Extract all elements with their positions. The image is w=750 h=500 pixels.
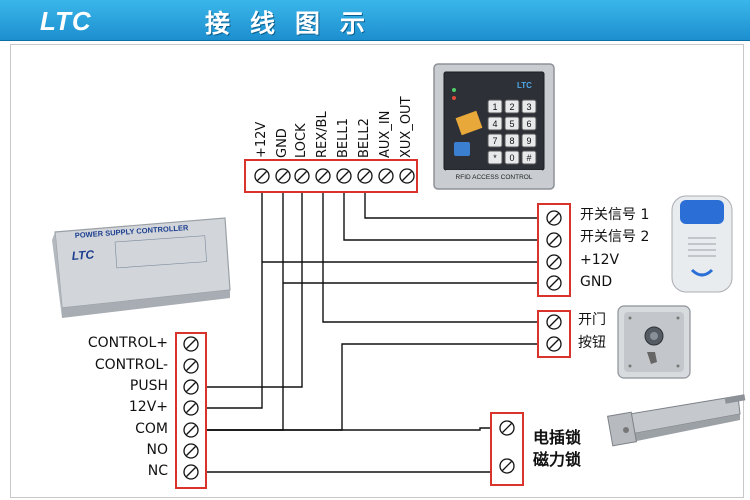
- diagram-frame: [10, 44, 744, 498]
- status-led-icon: [452, 96, 456, 100]
- bell-screw-3-slot: [549, 278, 559, 288]
- power-screw-4-slot: [186, 425, 196, 435]
- keypad-key-label: *: [493, 153, 497, 163]
- controller-screw-2-slot: [297, 171, 307, 181]
- controller-screw-7-slot: [402, 171, 412, 181]
- power-terminal-label: COM: [135, 421, 168, 437]
- exit-button-device: [617, 305, 691, 379]
- power-screw-2-slot: [186, 382, 196, 392]
- keypad-key: [521, 150, 537, 165]
- keypad-key-label: #: [526, 153, 531, 163]
- power-led-icon: [452, 88, 456, 92]
- hand-icon: [647, 352, 657, 364]
- keypad-key: [504, 150, 520, 165]
- controller-screw-5-slot: [360, 171, 370, 181]
- controller-terminal-label: +12V: [254, 121, 269, 158]
- wire-rex: [322, 178, 550, 323]
- keypad-key-label: 2: [509, 102, 514, 112]
- controller-terminal-label: REX/BL: [315, 111, 330, 158]
- power-terminal-label: PUSH: [129, 378, 168, 394]
- controller-terminal-label: BELL2: [357, 118, 372, 158]
- controller-terminal-label: XUX_OUT: [399, 96, 414, 158]
- power-supply-box: POWER SUPPLY CONTROLLER LTC: [52, 217, 231, 318]
- power-screw-6-slot: [186, 467, 196, 477]
- rfid-card-icon: [455, 110, 483, 136]
- power-terminal-label: NC: [147, 463, 168, 479]
- keypad-caption: RFID ACCESS CONTROL: [456, 174, 533, 181]
- keypad-key: [521, 133, 537, 148]
- controller-screw-4-slot: [339, 171, 349, 181]
- exit-open-label: 开门: [578, 312, 606, 328]
- controller-screw-0-slot: [257, 171, 267, 181]
- lock-screw-0-slot: [502, 423, 512, 433]
- exit-screw-0-slot: [549, 317, 559, 327]
- power-screw-3-slot: [186, 403, 196, 413]
- wire-12v: [192, 178, 263, 409]
- keypad-key-label: 0: [509, 153, 514, 163]
- keypad-key-label: 1: [492, 102, 497, 112]
- wire-lock-nc: [192, 466, 506, 473]
- page-title: 接线图示: [205, 9, 386, 38]
- keypad-key: [504, 133, 520, 148]
- exit-button-label: 按钮: [578, 335, 606, 351]
- power-screw-1-slot: [186, 361, 196, 371]
- keypad-key: [487, 99, 503, 114]
- bell-screw-2-slot: [549, 257, 559, 267]
- controller-screw-6-slot: [381, 171, 391, 181]
- exit-screw-1-slot: [549, 339, 559, 349]
- keypad-key-label: 5: [509, 119, 514, 129]
- wire-lock-com: [192, 427, 505, 431]
- bell-screw-0-slot: [549, 213, 559, 223]
- keypad-key: [521, 99, 537, 114]
- bell-screw-1-slot: [549, 235, 559, 245]
- bell-signal-1-label: 开关信号 1: [580, 207, 650, 223]
- keypad-key-label: 4: [492, 119, 497, 129]
- lock-screw-1-slot: [502, 461, 512, 471]
- controller-screw-3-slot: [318, 171, 328, 181]
- power-screw-5-slot: [186, 446, 196, 456]
- controller-terminal-label: BELL1: [336, 118, 351, 158]
- controller-terminal-label: AUX_IN: [378, 110, 393, 158]
- wire-bell1: [343, 178, 550, 241]
- bell-12v-label: +12V: [580, 252, 620, 268]
- controller-screw-1-slot: [278, 171, 288, 181]
- power-terminal-label: CONTROL-: [94, 357, 168, 373]
- keypad-key: [487, 133, 503, 148]
- header-bar: LTC 接线图示: [0, 0, 750, 41]
- keypad-key-label: 3: [526, 102, 531, 112]
- power-terminal-label: 12V+: [128, 399, 168, 415]
- keypad-key-label: 6: [526, 119, 531, 129]
- keypad-key: [504, 99, 520, 114]
- doorbell-device: [671, 195, 733, 293]
- wire-lock: [192, 178, 303, 388]
- power-terminal-label: NO: [146, 442, 169, 458]
- brand-logo: LTC: [40, 6, 92, 36]
- power-screw-0-slot: [186, 339, 196, 349]
- keypad-key-label: 7: [492, 136, 497, 146]
- power-supply-brand: LTC: [71, 247, 95, 263]
- keypad-key-label: 9: [526, 136, 531, 146]
- keypad-device: LTC 1 2 3 4 5 6 7 8 9 * 0 # RFID ACCESS CONTROL: [433, 63, 555, 190]
- keypad-key: [521, 116, 537, 131]
- lock-type-2-label: 磁力锁: [533, 450, 582, 469]
- bell-gnd-label: GND: [580, 274, 613, 290]
- controller-terminal-label: LOCK: [294, 123, 309, 158]
- keypad-key: [487, 116, 503, 131]
- keypad-key-label: 8: [509, 136, 514, 146]
- bolt-lock-device: [606, 394, 746, 447]
- bell-signal-2-label: 开关信号 2: [580, 229, 650, 245]
- lock-type-1-label: 电插锁: [533, 428, 582, 447]
- doorbell-key-icon: [454, 142, 470, 156]
- keypad-key: [487, 150, 503, 165]
- controller-terminal-label: GND: [275, 128, 290, 158]
- keypad-key: [504, 116, 520, 131]
- keypad-brand: LTC: [517, 81, 532, 90]
- power-terminal-label: CONTROL+: [87, 335, 168, 351]
